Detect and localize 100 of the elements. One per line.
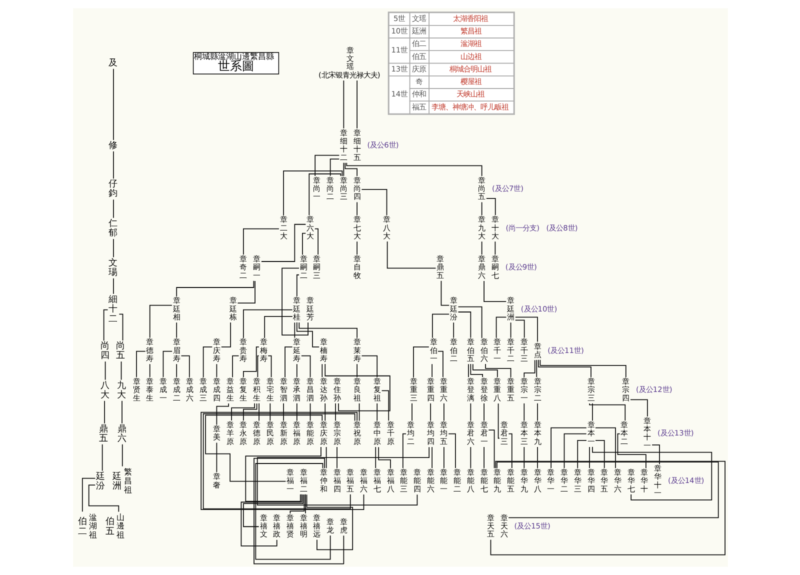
- node-text: 章福六: [360, 468, 367, 494]
- label: 仲和: [412, 90, 426, 99]
- node-text: 章华三: [573, 468, 580, 494]
- node-text: 章君三: [500, 420, 507, 446]
- node-text: 章德寿: [146, 338, 153, 364]
- label: 湓湖祖: [460, 39, 481, 48]
- node-text: 章华九: [520, 468, 527, 494]
- node-text: 章复生: [239, 377, 246, 402]
- node-text: 章华四: [586, 468, 594, 494]
- label: 廷洲: [412, 26, 426, 36]
- node-text: 章昌泗: [306, 377, 314, 402]
- node-text: 章奢: [212, 472, 220, 490]
- node-text: 章本二: [620, 420, 628, 446]
- node-text: 章庆寿: [212, 338, 220, 364]
- node-text: 章十大: [490, 215, 498, 240]
- node-text: 章智泗: [279, 377, 286, 402]
- label: 山边祖: [460, 52, 481, 61]
- node-text: 章莱寿: [352, 338, 360, 364]
- node-text: 章廷芳: [306, 296, 314, 322]
- node-text: 章贵寿: [239, 338, 246, 364]
- label: 伯二: [412, 39, 426, 48]
- node-text: 章尚二: [326, 176, 334, 202]
- node-text: 章华十一: [654, 464, 661, 498]
- node-text: 尚四: [100, 341, 109, 362]
- node-text: 八大: [100, 380, 109, 400]
- node-text: 修: [108, 140, 118, 151]
- node-text: 章仲和: [319, 468, 326, 494]
- node-text: 章中原: [372, 420, 380, 446]
- label: 庆原: [412, 64, 426, 74]
- node-text: 章廷相: [172, 296, 180, 322]
- node-text: 章天五: [486, 513, 494, 539]
- node-label: 湓湖祖: [88, 512, 96, 540]
- label: 文瑶: [412, 14, 426, 23]
- node-text: 章禧明: [299, 513, 306, 539]
- node-text: 章华一: [546, 468, 554, 494]
- label: 奇: [415, 77, 422, 86]
- label: 5世: [392, 14, 405, 23]
- node-text: 章廷洲: [506, 296, 514, 322]
- node-text: 章均五: [440, 420, 447, 446]
- node-text: 章伯二: [449, 338, 456, 364]
- node-text: 章达孙: [319, 377, 326, 402]
- node-text: 章禧文: [259, 513, 266, 539]
- node-text: 章宗四: [622, 377, 629, 402]
- node-text: 章福八: [386, 468, 394, 494]
- node-text: 章均四: [426, 420, 434, 446]
- label: 10世: [390, 26, 408, 36]
- node-text: 章羊原: [226, 420, 233, 446]
- label: (及公6世): [366, 140, 398, 150]
- node-text: 章成六: [186, 377, 193, 402]
- node-text: 章廷汾: [449, 296, 456, 322]
- node-text: 章千二: [506, 338, 514, 364]
- node-text: 章福五: [346, 468, 354, 494]
- node-text: 章泰生: [146, 377, 153, 402]
- node-text: 章登漓: [466, 377, 474, 402]
- node-text: 章天六: [500, 513, 507, 539]
- node-text: 仔鈞: [108, 180, 118, 200]
- node-text: 章宅生: [266, 377, 273, 402]
- node-text: 章重六: [440, 377, 447, 402]
- node-text: 章能一: [440, 468, 447, 494]
- node-text: 章伯五: [466, 338, 474, 364]
- node-text: 章能八: [466, 468, 474, 494]
- node-text: 章本九: [533, 420, 540, 446]
- node-text: 章重八: [493, 377, 500, 402]
- label: (及公15世): [514, 521, 550, 530]
- node-text: 章千一: [493, 338, 500, 364]
- node-text: 伯二: [77, 517, 86, 537]
- node-text: 章延寿: [292, 338, 300, 364]
- label: (及公13世): [657, 428, 694, 438]
- node-text: 章细十二: [339, 128, 346, 162]
- label: (及公14世): [667, 476, 704, 486]
- node-text: 章重四: [426, 377, 434, 402]
- node-text: 章文瑶 (北宋银青光禄大夫): [318, 46, 380, 80]
- label: (尚一分支): [505, 223, 540, 232]
- node-text: 章福原: [292, 420, 300, 446]
- node-text: 章美: [212, 424, 220, 442]
- node-text: 章能五: [506, 468, 514, 494]
- node-text: 章宗一: [520, 377, 527, 402]
- node-text: 章积生: [252, 377, 260, 402]
- node-text: 章嗣一: [252, 254, 260, 280]
- node-text: 章能二: [453, 468, 460, 494]
- node-text: 章虎: [339, 517, 346, 535]
- node-text: 章能原: [306, 420, 314, 446]
- label: 天峡山祖: [456, 90, 484, 99]
- node-text: 章禧政: [272, 513, 280, 539]
- label: 李塘、神塘冲、呼儿畈祖: [430, 102, 508, 112]
- node-text: 章尚三: [339, 176, 346, 202]
- node-text: 章成三: [199, 377, 206, 402]
- node-text: 章君一: [480, 420, 487, 446]
- label: 太湖香阳祖: [452, 14, 488, 23]
- node-label: 繁昌祖: [123, 466, 132, 494]
- node-text: 章伯六: [480, 338, 487, 364]
- node-text: 章点: [533, 342, 540, 359]
- node-text: 章重五: [506, 377, 514, 402]
- node-text: 尚五: [116, 341, 125, 362]
- node-text: 章福一: [286, 468, 294, 494]
- node-text: 章永原: [239, 420, 246, 446]
- node-text: 章本一: [586, 420, 594, 446]
- node-text: 章能六: [426, 468, 434, 494]
- node-text: 章细十五: [352, 128, 360, 162]
- label: (及公11世): [547, 346, 584, 355]
